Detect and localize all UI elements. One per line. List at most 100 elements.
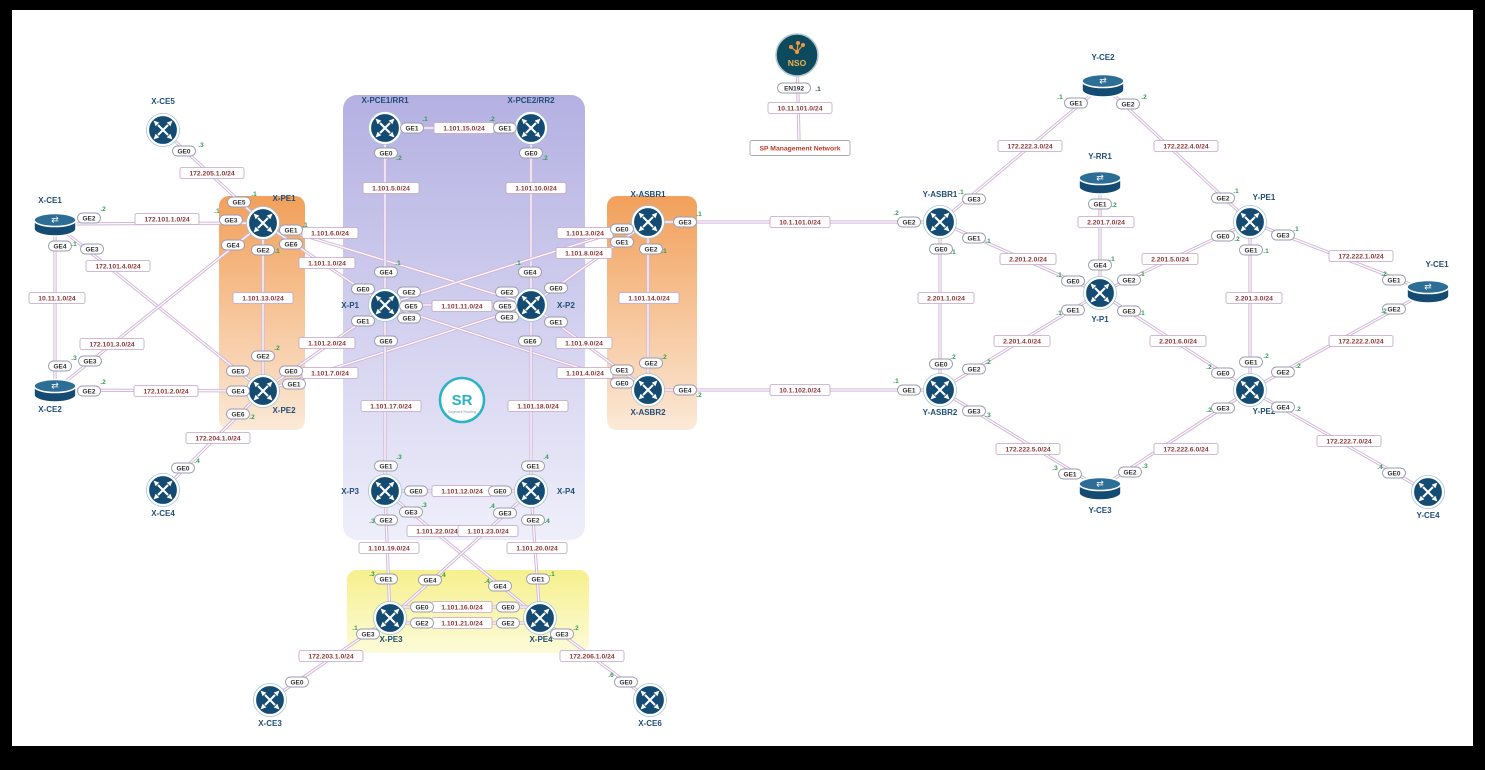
ip-octet: .1 <box>1139 271 1145 278</box>
router-arrowheads-icon <box>930 212 950 232</box>
svg-text:GE5: GE5 <box>404 303 417 310</box>
node-X-CE2[interactable]: ⇄X-CE2 <box>33 378 77 415</box>
router-arrows-icon <box>257 217 269 229</box>
subnet-label: 172.222.7.0/24 <box>1316 435 1382 447</box>
node-X-CE6[interactable]: X-CE6 <box>633 683 667 729</box>
svg-text:1.101.4.0/24: 1.101.4.0/24 <box>566 370 604 377</box>
port-X-CE1-GE3: GE3 <box>80 243 104 255</box>
svg-text:GE3: GE3 <box>967 408 980 415</box>
node-X-P2[interactable]: X-P2 <box>514 288 576 322</box>
node-Y-CE3[interactable]: ⇄Y-CE3 <box>1078 476 1122 516</box>
node-Y-RR1[interactable]: ⇄Y-RR1 <box>1078 152 1122 195</box>
svg-text:GE1: GE1 <box>615 367 628 374</box>
sr-logo-text: SR <box>452 392 473 409</box>
port-Y-CE3-GE1: GE1 <box>1058 468 1082 480</box>
port-Y-P1-GE2: GE2 <box>1117 274 1141 286</box>
svg-text:1.101.16.0/24: 1.101.16.0/24 <box>441 604 483 611</box>
svg-text:GE1: GE1 <box>1093 201 1106 208</box>
node-label-X-ASBR1: X-ASBR1 <box>630 190 666 199</box>
node-Y-P1[interactable]: Y-P1 <box>1083 276 1117 325</box>
node-Y-ASBR2[interactable]: Y-ASBR2 <box>923 373 958 418</box>
ip-octet: .4 <box>484 578 490 585</box>
ip-octet: .1 <box>515 260 521 267</box>
subnet-label: 1.101.2.0/24 <box>298 337 356 349</box>
port-Y-PE1-GE1: GE1 <box>1239 244 1263 256</box>
node-X-P4[interactable]: X-P4 <box>514 474 576 508</box>
subnet-label: 2.201.4.0/24 <box>993 335 1051 347</box>
node-label-X-PE3: X-PE3 <box>379 635 403 644</box>
ip-octet: .1 <box>395 260 401 267</box>
subnet-label: 1.101.12.0/24 <box>431 485 493 497</box>
subnet-label: 2.201.1.0/24 <box>917 292 975 304</box>
port-X-ASBR2-GE0: GE0 <box>610 377 634 389</box>
svg-text:GE2: GE2 <box>500 289 513 296</box>
port-X-P4-GE0: GE0 <box>488 485 512 497</box>
port-X-PE1-GE4: GE4 <box>221 239 245 251</box>
node-X-ASBR2[interactable]: X-ASBR2 <box>630 373 666 418</box>
subnet-label: 1.101.15.0/24 <box>433 122 495 134</box>
subnet-label: 1.101.16.0/24 <box>431 601 493 613</box>
svg-text:2.201.4.0/24: 2.201.4.0/24 <box>1003 338 1041 345</box>
node-X-PE1[interactable]: X-PE1 <box>246 194 297 240</box>
svg-text:1.101.12.0/24: 1.101.12.0/24 <box>441 488 483 495</box>
node-label-X-P3: X-P3 <box>341 487 359 496</box>
svg-text:GE3: GE3 <box>678 219 691 226</box>
port-X-P1-GE0: GE0 <box>351 283 375 295</box>
svg-text:10.1.101.0/24: 10.1.101.0/24 <box>779 219 821 226</box>
node-X-PCE2/RR2[interactable]: X-PCE2/RR2 <box>507 96 555 145</box>
ip-octet: .3 <box>369 571 375 578</box>
node-Y-ASBR1[interactable]: Y-ASBR1 <box>923 190 958 239</box>
svg-text:1.101.7.0/24: 1.101.7.0/24 <box>311 370 349 377</box>
router-arrows-icon <box>525 299 537 311</box>
node-NSO[interactable]: NSO <box>775 33 819 77</box>
ip-octet: .1 <box>893 378 899 385</box>
ip-octet: .1 <box>985 238 991 245</box>
node-X-CE4[interactable]: X-CE4 <box>146 473 180 519</box>
ip-octet: .2 <box>489 116 495 123</box>
svg-text:2.201.3.0/24: 2.201.3.0/24 <box>1235 295 1273 302</box>
svg-text:1.101.18.0/24: 1.101.18.0/24 <box>517 403 559 410</box>
svg-text:2.201.7.0/24: 2.201.7.0/24 <box>1087 219 1125 226</box>
node-X-PE2[interactable]: X-PE2 <box>246 374 297 416</box>
ip-octet: .2 <box>893 210 899 217</box>
port-X-ASBR2-GE1: GE1 <box>610 364 634 376</box>
node-X-PCE1/RR1[interactable]: X-PCE1/RR1 <box>361 96 409 145</box>
node-label-X-P4: X-P4 <box>557 487 575 496</box>
svg-text:10.1.102.0/24: 10.1.102.0/24 <box>779 387 821 394</box>
port-X-P1-GE2: GE2 <box>397 286 421 298</box>
node-X-P3[interactable]: X-P3 <box>341 474 402 508</box>
port-X-PE3-GE4: GE4 <box>418 574 442 586</box>
svg-text:172.101.1.0/24: 172.101.1.0/24 <box>144 216 190 223</box>
svg-text:GE4: GE4 <box>523 269 536 276</box>
svg-text:GE0: GE0 <box>176 465 189 472</box>
subnet-label: 172.222.5.0/24 <box>995 443 1061 455</box>
svg-text:172.222.7.0/24: 172.222.7.0/24 <box>1326 438 1372 445</box>
svg-text:1.101.13.0/24: 1.101.13.0/24 <box>242 295 284 302</box>
node-X-PE3[interactable]: X-PE3 <box>373 601 407 645</box>
port-Y-P1-GE1: GE1 <box>1061 304 1085 316</box>
node-X-PE4[interactable]: X-PE4 <box>523 601 557 645</box>
node-X-CE5[interactable]: X-CE5 <box>146 97 180 147</box>
node-Y-PE1[interactable]: Y-PE1 <box>1233 193 1276 239</box>
port-X-P3-GE3: GE3 <box>399 506 423 518</box>
svg-text:GE1: GE1 <box>405 125 418 132</box>
node-Y-CE4[interactable]: Y-CE4 <box>1411 475 1445 521</box>
ip-octet: .1 <box>1233 188 1239 195</box>
node-X-CE1[interactable]: ⇄X-CE1 <box>33 196 77 237</box>
node-X-ASBR1[interactable]: X-ASBR1 <box>630 190 666 239</box>
node-X-CE3[interactable]: X-CE3 <box>253 683 287 729</box>
ip-octet: .1 <box>214 208 220 215</box>
port-X-PE1-GE5: GE5 <box>227 196 251 208</box>
svg-text:GE3: GE3 <box>1122 308 1135 315</box>
ip-octet: .2 <box>696 392 702 399</box>
node-Y-CE2[interactable]: ⇄Y-CE2 <box>1081 53 1125 98</box>
subnet-label: 2.201.6.0/24 <box>1149 335 1207 347</box>
port-X-PCE1/RR1-GE1: GE1 <box>400 122 424 134</box>
node-Y-PE2[interactable]: Y-PE2 <box>1233 373 1276 417</box>
router-arrowheads-icon <box>1240 380 1260 400</box>
ip-octet: .3 <box>71 355 77 362</box>
ip-octet: .2 <box>1234 236 1240 243</box>
node-label-X-CE6: X-CE6 <box>638 719 662 728</box>
node-Y-CE1[interactable]: ⇄Y-CE1 <box>1406 260 1450 304</box>
svg-text:GE4: GE4 <box>423 577 436 584</box>
